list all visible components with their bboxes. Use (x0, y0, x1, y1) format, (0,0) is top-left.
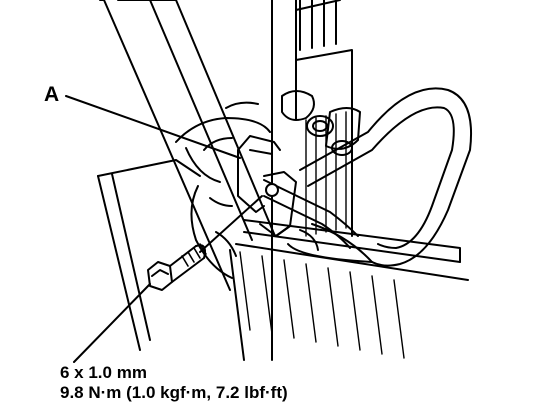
bolt-direction-line (199, 195, 263, 253)
callout-label-a: A (44, 83, 60, 106)
pipe-flange-block (237, 135, 297, 237)
leader-lines (65, 95, 263, 363)
port-fitting (281, 90, 334, 137)
bolt-spec-leader (73, 283, 151, 363)
bolt-size: 6 x 1.0 mm (60, 363, 147, 382)
bolt-torque: 9.8 N·m (1.0 kgf·m, 7.2 lbf·ft) (60, 383, 288, 402)
compressor-housing (175, 101, 271, 279)
left-panel (97, 159, 201, 351)
callout-a-leader (65, 95, 241, 159)
ac-pipe-loop (263, 87, 472, 267)
bolt (147, 243, 207, 291)
bolt-spec: 6 x 1.0 mm 9.8 N·m (1.0 kgf·m, 7.2 lbf·f… (60, 363, 288, 403)
condenser-core (229, 0, 469, 361)
